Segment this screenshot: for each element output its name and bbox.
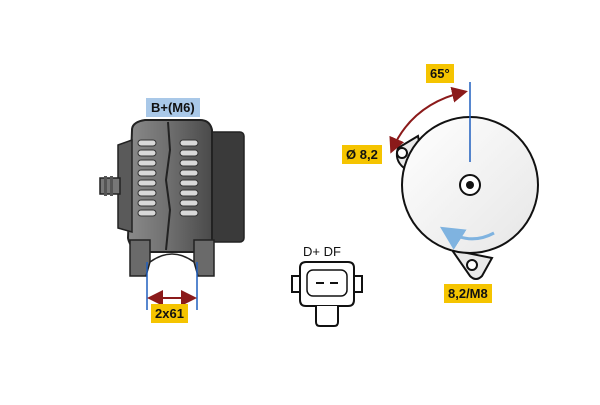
connector-plug [291,261,363,327]
connector-inner [306,269,348,297]
mount-foot-right [193,239,215,277]
mount-label: 8,2/M8 [444,284,492,303]
connector-latch [315,306,339,327]
connector-tab-right [353,275,363,293]
hub-center [466,181,474,189]
pulley-width-label: 2x61 [151,304,188,323]
cooling-slots-left [137,139,157,217]
angle-label: 65° [426,64,454,83]
pulley-dimension [146,262,198,310]
alternator-front-view [389,82,539,280]
foot-gap [149,253,195,263]
upper-mount-hole [396,147,408,159]
connector-tab-left [291,275,301,293]
hole-diameter-label: Ø 8,2 [342,145,382,164]
nut-flat-1 [104,176,107,196]
mount-foot-left [129,239,151,277]
connector-pins-label: D+ DF [303,244,341,259]
rotation-arrow [439,226,495,250]
cooling-slots-right [179,139,199,217]
alternator-side-view [99,119,245,277]
nut-flat-2 [110,176,113,196]
angle-arc [389,86,468,154]
housing-seam [164,121,172,251]
front-flange [117,138,133,233]
lower-mount-hole [466,259,478,271]
terminal-label: B+(M6) [146,98,200,117]
